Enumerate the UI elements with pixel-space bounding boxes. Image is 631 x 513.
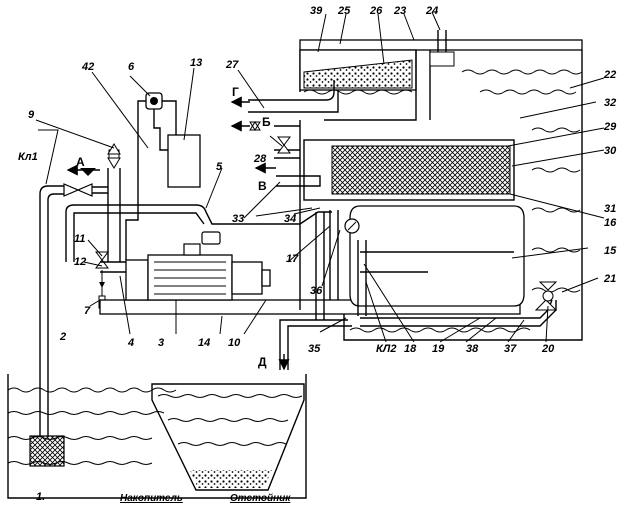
label-34: 34 (284, 213, 296, 225)
leader-lines (35, 11, 605, 343)
flow-label-a: А (76, 155, 85, 169)
flow-arrows (66, 96, 290, 371)
top-filter (299, 30, 455, 121)
label-19: 19 (432, 343, 445, 355)
label-33: 33 (232, 213, 244, 225)
label-31: 31 (604, 203, 616, 215)
label-13: 13 (190, 57, 202, 69)
label-5: 5 (216, 161, 223, 173)
label-24: 24 (425, 5, 438, 17)
label-3: 3 (158, 337, 164, 349)
label-28: 28 (253, 153, 267, 165)
part-labels: 1. 2 3 4 5 6 7 9 10 11 12 13 14 15 16 17… (18, 5, 617, 503)
pressure-line (65, 204, 332, 262)
label-18: 18 (404, 343, 417, 355)
label-23: 23 (393, 5, 406, 17)
lower-tank (315, 205, 525, 320)
label-14: 14 (198, 337, 210, 349)
filter-cartridge (274, 136, 515, 201)
label-1: 1. (36, 491, 45, 503)
drain-lines (279, 281, 558, 370)
label-42: 42 (81, 61, 94, 73)
label-35: 35 (308, 343, 321, 355)
label-4: 4 (127, 337, 134, 349)
label-26: 26 (369, 5, 383, 17)
label-6: 6 (128, 61, 135, 73)
label-38: 38 (466, 343, 479, 355)
label-32: 32 (604, 97, 616, 109)
caption-storage: Накопитель (120, 493, 183, 504)
label-10: 10 (228, 337, 241, 349)
label-15: 15 (604, 245, 617, 257)
label-16: 16 (604, 217, 617, 229)
flow-label-b: Б (262, 115, 271, 129)
label-7: 7 (84, 305, 91, 317)
flow-labels: А Б В Г Д (76, 85, 271, 369)
label-kl1: Кл1 (18, 151, 38, 163)
intake-pipe (29, 185, 65, 467)
captions: Накопитель Отстойник (120, 493, 291, 504)
flow-label-v: В (258, 179, 267, 193)
label-kl2: КЛ2 (376, 343, 396, 355)
label-2: 2 (59, 331, 66, 343)
label-39: 39 (310, 5, 323, 17)
label-17: 17 (286, 253, 299, 265)
label-22: 22 (603, 69, 616, 81)
label-11: 11 (74, 233, 85, 245)
settler-tank (151, 383, 305, 491)
label-27: 27 (225, 59, 239, 71)
label-37: 37 (504, 343, 517, 355)
flow-label-d: Д (258, 355, 267, 369)
label-21: 21 (603, 273, 616, 285)
outlet-pipes (248, 80, 339, 131)
valve-kl1 (63, 168, 108, 197)
label-29: 29 (603, 121, 617, 133)
label-12: 12 (74, 256, 86, 268)
label-20: 20 (541, 343, 555, 355)
flow-label-g: Г (232, 85, 239, 99)
label-30: 30 (604, 145, 617, 157)
caption-settler: Отстойник (230, 493, 291, 504)
feed-riser (95, 143, 121, 312)
dosing-unit (125, 92, 201, 260)
label-9: 9 (28, 109, 35, 121)
label-36: 36 (310, 285, 323, 297)
label-25: 25 (337, 5, 351, 17)
